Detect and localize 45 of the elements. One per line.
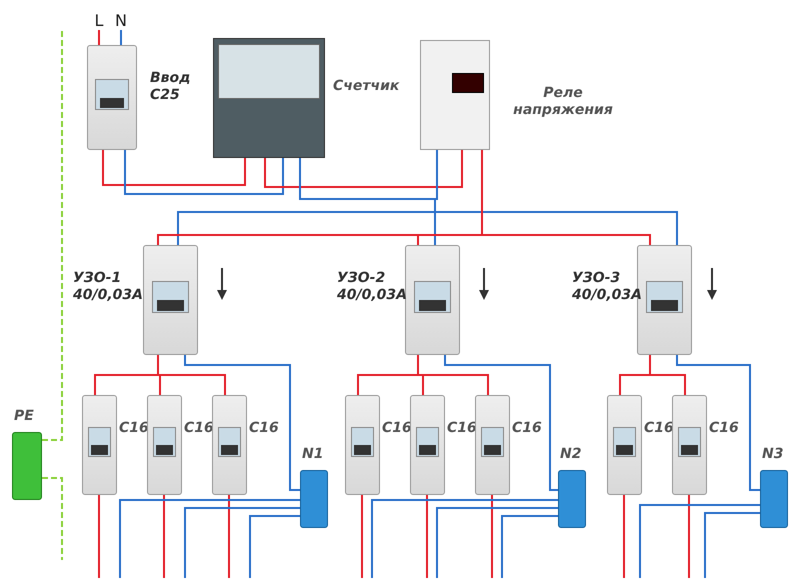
wire	[688, 495, 690, 578]
wire	[119, 499, 300, 578]
wire-label: N	[114, 12, 128, 30]
wire	[417, 355, 489, 395]
device-label: C16	[709, 420, 740, 437]
device-label: C16	[447, 420, 478, 437]
device-label: PE	[14, 408, 35, 425]
wire	[98, 30, 100, 45]
wire	[501, 515, 558, 578]
wire-label: L	[92, 12, 106, 30]
wire	[163, 495, 165, 578]
wire	[444, 355, 558, 491]
wire	[704, 512, 760, 578]
wire	[491, 495, 493, 578]
wire	[426, 495, 428, 578]
wire	[98, 495, 100, 578]
wire	[124, 150, 284, 195]
wire	[371, 499, 558, 578]
wire	[120, 30, 122, 45]
wire	[249, 515, 300, 578]
device-label: C16	[184, 420, 215, 437]
wire	[649, 355, 686, 395]
wire	[361, 495, 363, 578]
device-label: Ввод C25	[150, 70, 192, 104]
device-label: N2	[560, 446, 582, 463]
wire	[184, 507, 300, 578]
device-label: C16	[512, 420, 543, 437]
wire	[184, 355, 300, 491]
device-label: C16	[249, 420, 280, 437]
wire	[639, 504, 760, 578]
wire	[623, 495, 625, 578]
device-label: C16	[119, 420, 150, 437]
device-label: Счетчик	[333, 78, 400, 95]
wire	[42, 477, 63, 560]
device-label: C16	[644, 420, 675, 437]
wire	[228, 495, 230, 578]
wire	[676, 355, 760, 491]
wire	[42, 30, 63, 441]
wire	[436, 507, 558, 578]
wire	[264, 150, 463, 188]
device-label: N3	[762, 446, 784, 463]
device-label: C16	[382, 420, 413, 437]
device-label: N1	[302, 446, 324, 463]
device-label: Реле напряжения	[512, 85, 614, 119]
wire	[102, 150, 246, 186]
